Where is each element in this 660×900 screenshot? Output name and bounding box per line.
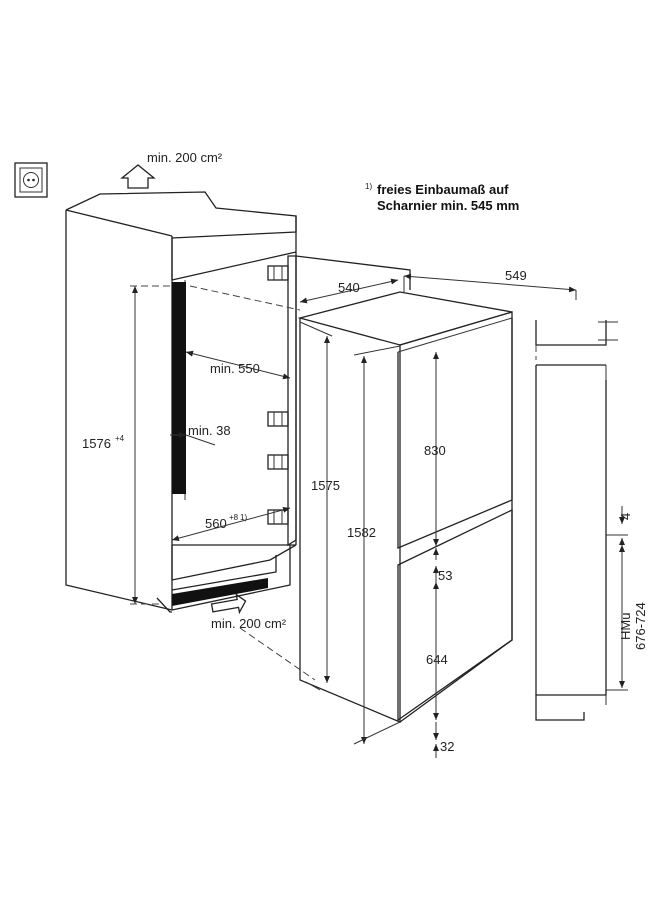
niche-height-tol: +4 — [115, 434, 125, 443]
hmu-range-label: 676-724 — [633, 602, 648, 650]
appliance-top-depth-label: 540 — [338, 280, 360, 295]
bottom-offset-label: 32 — [440, 739, 454, 754]
vent-top-label: min. 200 cm² — [147, 150, 223, 165]
appliance-body-height-label: 1575 — [311, 478, 340, 493]
door-upper-label: 830 — [424, 443, 446, 458]
niche-width-tol: +8 — [229, 513, 239, 522]
fridge-appliance — [297, 291, 513, 723]
footnote-line-2: Scharnier min. 545 mm — [377, 198, 519, 213]
door-lower-label: 644 — [426, 652, 448, 667]
vent-arrow-up-icon — [120, 164, 156, 189]
vent-arrow-in-icon — [210, 593, 247, 615]
footnote-line-1: freies Einbaumaß auf — [377, 182, 509, 197]
footnote-marker: 1) — [365, 182, 372, 191]
niche-height-label: 1576 — [82, 436, 111, 451]
door-gap-label: 53 — [438, 568, 452, 583]
niche-gap-label: min. 38 — [188, 423, 231, 438]
appliance-total-height-label: 1582 — [347, 525, 376, 540]
side-gap-label: 4 — [618, 513, 633, 520]
niche-depth-label: min. 550 — [210, 361, 260, 376]
vent-bottom-label: min. 200 cm² — [211, 616, 287, 631]
side-view-cabinet — [535, 320, 607, 721]
niche-width-label: 560 — [205, 516, 227, 531]
niche-width-note: 1) — [240, 513, 247, 522]
power-socket-icon — [14, 162, 48, 198]
hinge-mid-icon — [267, 411, 289, 470]
hinge-top-icon — [267, 265, 289, 281]
hmu-label: HMu — [618, 613, 633, 640]
hinge-bottom-icon — [267, 509, 289, 525]
cabinet-niche — [65, 191, 411, 613]
appliance-width-label: 549 — [505, 268, 527, 283]
